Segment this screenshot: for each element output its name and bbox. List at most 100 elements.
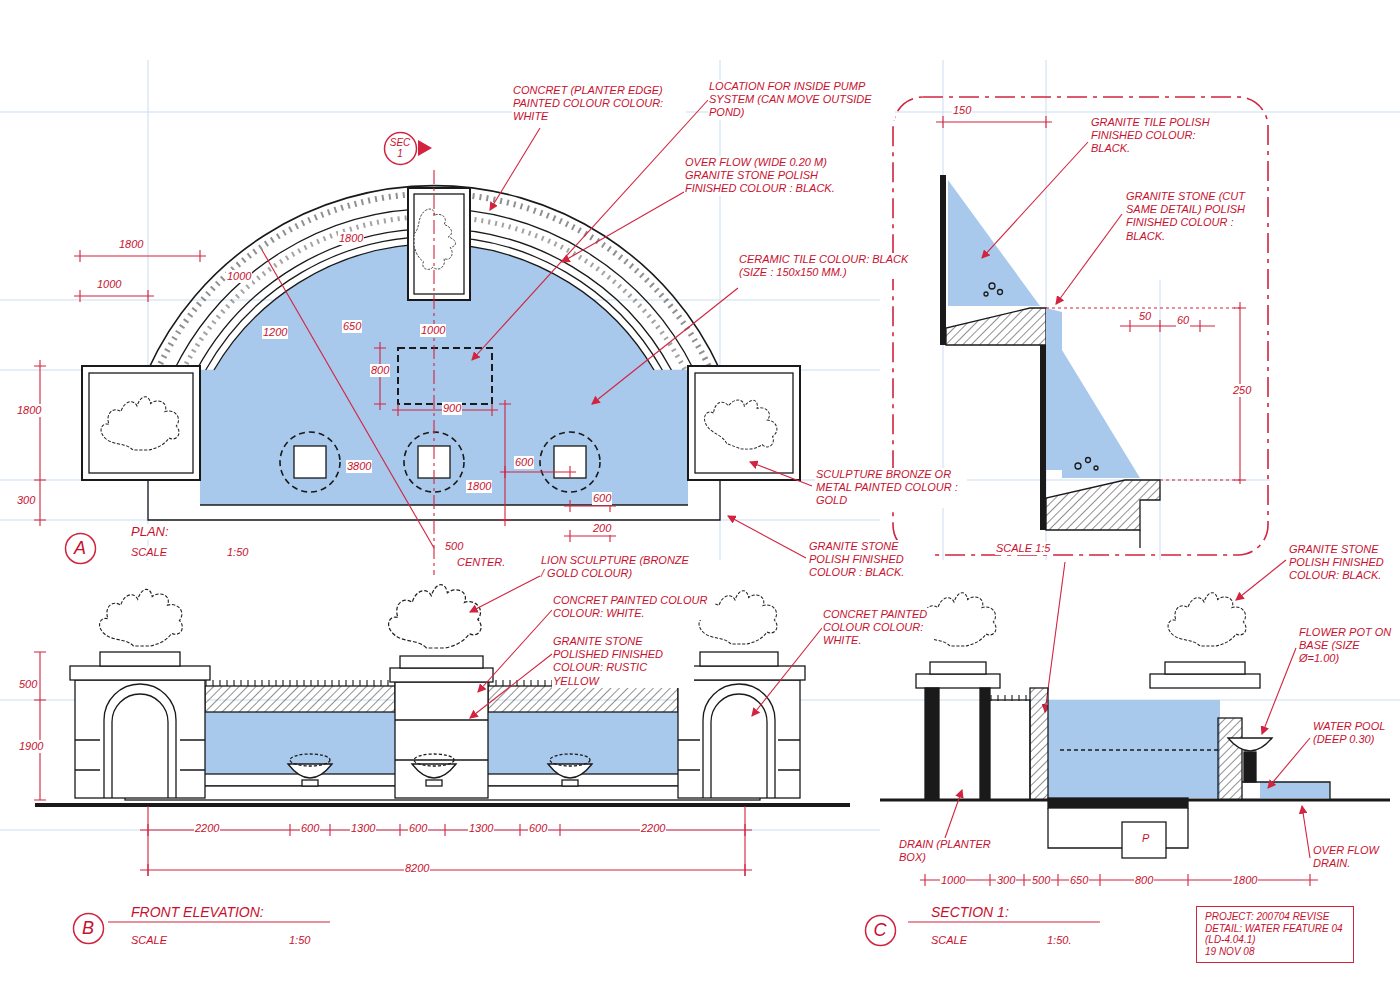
plan-dimension-lines	[433, 170, 434, 575]
callout-note: LION SCULPTURE (BRONZE / GOLD COLOUR)	[540, 554, 692, 580]
dimension-value: 600	[408, 822, 428, 835]
section-dimension-lines	[1262, 648, 1296, 734]
detail-view	[1046, 308, 1062, 470]
section-view	[1150, 674, 1260, 688]
section-view	[1218, 718, 1242, 800]
plan-view	[699, 386, 785, 458]
front-elevation	[35, 803, 850, 807]
dimension-value: 600	[592, 492, 612, 505]
front-elevation	[112, 694, 168, 798]
dimension-value: 2200	[194, 822, 220, 835]
node-text-group: PROJECT: 200704 REVISEDETAIL: WATER FEAT…	[1205, 911, 1343, 957]
section-view	[1165, 662, 1245, 674]
dimension-value: 900	[442, 402, 462, 415]
callout-note: GRANITE TILE POLISH FINISHED COLOUR: BLA…	[1090, 116, 1232, 156]
view-label-circle-text: B	[82, 918, 94, 939]
plan-view	[82, 186, 800, 520]
callout-note: WATER POOL (DEEP 0.30)	[1312, 720, 1396, 746]
dimension-value: 800	[370, 364, 390, 377]
title-block-text: (LD-4.04.1)	[1205, 934, 1343, 946]
plan-view	[688, 366, 800, 480]
section-view	[1048, 700, 1220, 798]
callout-note: DRAIN (PLANTER BOX)	[898, 838, 995, 864]
callout-note: SCULPTURE BRONZE OR METAL PAINTED COLOUR…	[815, 468, 967, 508]
dimension-value: 1000	[226, 270, 252, 283]
plan-view	[398, 348, 492, 404]
plan-view	[414, 194, 464, 294]
node-text-group: SEC1	[390, 137, 411, 160]
view-title: SCALE 1:5	[995, 542, 1051, 555]
dimension-value: P	[1141, 832, 1150, 845]
dimension-value: 150	[952, 104, 972, 117]
front-elevation	[290, 754, 330, 766]
section-view	[1242, 782, 1330, 800]
front-elevation	[100, 589, 183, 646]
detail-view	[984, 292, 988, 296]
dimension-value: 650	[1069, 874, 1089, 887]
dimension-value: 1000	[420, 324, 446, 337]
detail-view	[1094, 466, 1098, 470]
plan-dimension-lines	[750, 462, 812, 486]
front-elevation	[488, 686, 678, 712]
circle-outline	[65, 533, 95, 563]
section-view	[990, 700, 1030, 800]
callout-note: CERAMIC TILE COLOUR: BLACK (SIZE : 150x1…	[738, 253, 912, 279]
front-elevation	[426, 780, 442, 786]
detail-view	[946, 308, 1046, 345]
section-view	[990, 695, 1030, 701]
plan-view	[101, 397, 179, 450]
plan-dimension-lines	[472, 100, 708, 360]
dimension-value: 500	[1031, 874, 1051, 887]
front-elevation	[205, 680, 395, 686]
section-view	[1122, 822, 1166, 858]
elevation-dimension-lines	[148, 806, 745, 876]
plan-view	[89, 373, 193, 473]
front-elevation	[400, 656, 483, 668]
dimension-value: 60	[1176, 314, 1190, 327]
plan-dimension-lines	[592, 288, 738, 404]
callout-note: LOCATION FOR INSIDE PUMP SYSTEM (CAN MOV…	[708, 80, 895, 120]
detail-view	[1075, 463, 1081, 469]
detail-view	[989, 283, 995, 289]
view-label-circle-text: C	[874, 920, 887, 941]
detail-dimension-lines	[1046, 308, 1240, 480]
dimension-value: 650	[342, 320, 362, 333]
view-title: FRONT ELEVATION:	[130, 904, 265, 921]
plan-dimension-lines	[262, 250, 434, 548]
front-elevation	[75, 680, 205, 798]
plan-dimension-lines	[74, 290, 154, 302]
front-elevation	[35, 585, 850, 805]
front-elevation	[70, 666, 210, 680]
callout-note: GRANITE STONE POLISH FINISHED COLOUR: BL…	[1288, 543, 1390, 583]
dimension-value: 3800	[346, 460, 372, 473]
elevation-dimension-lines	[470, 654, 552, 718]
callout-note: OVER FLOW DRAIN.	[1312, 844, 1384, 870]
section-view	[916, 674, 1000, 688]
view-title: 1:50	[226, 546, 249, 559]
front-elevation	[100, 652, 180, 666]
detail-view	[998, 290, 1003, 295]
title-block: PROJECT: 200704 REVISEDETAIL: WATER FEAT…	[1196, 906, 1354, 963]
dimension-value: 2200	[640, 822, 666, 835]
view-label-circle: A	[64, 532, 97, 565]
section-view	[1168, 593, 1246, 646]
plan-view	[294, 446, 326, 478]
section-view	[880, 799, 1390, 802]
elevation-dimension-lines	[140, 864, 752, 876]
section-view	[1048, 808, 1188, 848]
circle-outline	[865, 915, 895, 945]
front-elevation	[75, 740, 205, 770]
dimension-value: 1000	[96, 278, 122, 291]
section-view	[930, 662, 986, 674]
callout-note: GRANITE STONE POLISH FINISHED COLOUR : B…	[808, 540, 935, 580]
elevation-dimension-lines	[34, 576, 822, 922]
dimension-value: CENTER.	[456, 556, 506, 569]
plan-view	[280, 432, 340, 492]
dimension-value: 800	[1134, 874, 1154, 887]
front-elevation	[390, 668, 493, 682]
detail-view	[1040, 345, 1046, 530]
front-elevation	[104, 684, 176, 798]
plan-view	[540, 432, 600, 492]
dimension-value: 200	[592, 522, 612, 535]
section-marker-text: SEC	[390, 137, 411, 149]
